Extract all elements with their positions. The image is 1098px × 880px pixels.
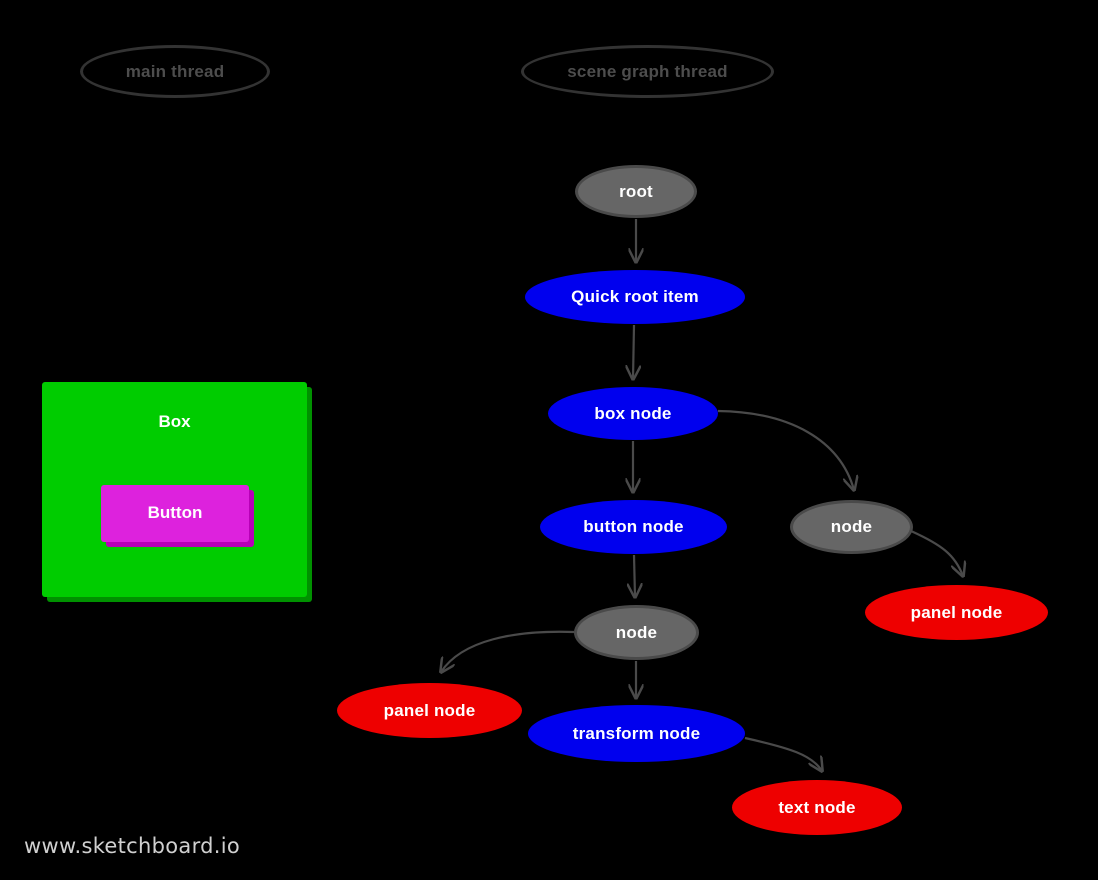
node-root-label: root (619, 181, 653, 201)
node-node-right[interactable]: node (790, 500, 913, 554)
watermark: www.sketchboard.io (24, 834, 241, 858)
node-quick-root-item-label: Quick root item (571, 287, 699, 306)
node-panel-node-right[interactable]: panel node (865, 585, 1048, 640)
swimlane-main-thread-label: main thread (125, 61, 225, 81)
node-node-lower[interactable]: node (574, 605, 699, 660)
box-widget-label: Box (158, 412, 191, 431)
node-node-lower-label: node (615, 622, 658, 642)
node-text-node[interactable]: text node (732, 780, 902, 835)
swimlane-scene-graph-thread[interactable]: scene graph thread (521, 45, 774, 98)
node-transform-node[interactable]: transform node (528, 705, 745, 762)
node-button-node-label: button node (583, 517, 684, 536)
button-widget-face (101, 485, 249, 542)
node-transform-node-label: transform node (572, 723, 701, 743)
node-panel-node-left-label: panel node (383, 700, 476, 720)
edge-box-node-to-node-right (717, 409, 854, 490)
node-quick-root-item[interactable]: Quick root item (525, 270, 745, 324)
edge-node-right-to-panel-node-right (910, 529, 963, 576)
node-box-node-label: box node (594, 403, 672, 423)
node-box-node[interactable]: box node (548, 387, 718, 440)
node-text-node-label: text node (778, 797, 856, 817)
edge-node-lower-to-panel-node-left (441, 630, 575, 672)
edge-quick-root-item-to-box-node (633, 324, 634, 379)
edge-transform-node-to-text-node (744, 736, 822, 771)
node-root[interactable]: root (575, 165, 697, 218)
swimlane-main-thread[interactable]: main thread (80, 45, 270, 98)
node-panel-node-right-label: panel node (910, 602, 1003, 622)
button-widget-label: Button (147, 503, 203, 522)
swimlane-scene-graph-thread-label: scene graph thread (567, 61, 728, 81)
button-widget[interactable]: Button (101, 485, 254, 547)
node-node-right-label: node (830, 517, 873, 536)
edge-button-node-to-node-lower (634, 554, 635, 597)
node-panel-node-left[interactable]: panel node (337, 683, 522, 738)
node-button-node[interactable]: button node (540, 500, 727, 554)
